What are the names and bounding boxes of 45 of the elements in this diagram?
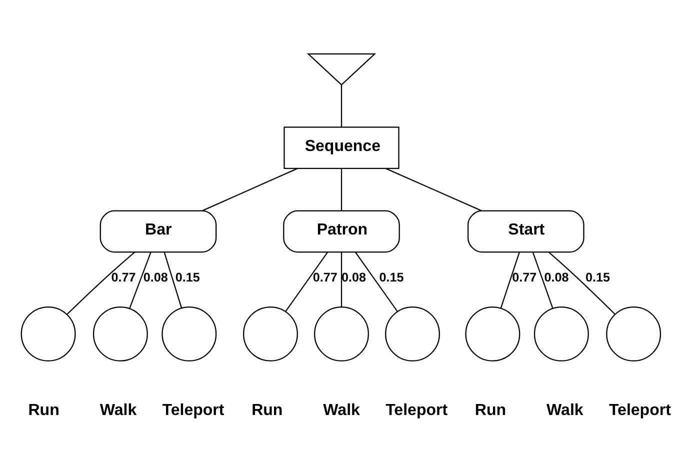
node-label: Walk xyxy=(546,400,584,418)
node-box: Sequence xyxy=(284,126,400,168)
edge-label: 0.77 xyxy=(111,270,136,284)
edge-label: 0.15 xyxy=(379,270,404,284)
node-label: Walk xyxy=(323,400,360,418)
node-label: Walk xyxy=(100,400,137,418)
connector xyxy=(385,167,482,211)
node-circle xyxy=(465,306,520,361)
connector xyxy=(548,251,616,314)
node-triangle xyxy=(306,52,376,86)
node-circle xyxy=(243,306,298,361)
node-label: Teleport xyxy=(162,400,224,418)
connector xyxy=(285,252,328,312)
node-circle xyxy=(385,306,440,361)
edge-label: 0.15 xyxy=(175,270,200,284)
edge-label: 0.15 xyxy=(585,270,610,284)
node-label: Run xyxy=(474,400,506,418)
connector xyxy=(355,252,398,312)
connector xyxy=(164,252,182,308)
node-label: Teleport xyxy=(608,400,671,418)
node-circle xyxy=(20,306,76,361)
connector xyxy=(66,251,135,314)
node-circle xyxy=(534,306,589,361)
connector xyxy=(532,252,554,308)
node-circle xyxy=(606,306,662,361)
connector xyxy=(129,252,152,308)
node-circle xyxy=(162,306,217,361)
edge-label: 0.08 xyxy=(342,270,366,284)
connector xyxy=(340,168,342,210)
node-label: Run xyxy=(28,400,60,418)
node-label: Run xyxy=(252,400,283,418)
connector xyxy=(202,167,298,211)
connector xyxy=(340,84,342,127)
edge-label: 0.08 xyxy=(544,270,569,284)
edge-label: 0.08 xyxy=(143,270,168,284)
connector xyxy=(500,252,520,308)
edge-label: 0.77 xyxy=(512,270,537,284)
edge-label: 0.77 xyxy=(312,270,338,284)
node-box: Bar xyxy=(100,210,217,252)
node-label: Teleport xyxy=(386,400,448,418)
node-circle xyxy=(92,306,148,361)
node-box: Start xyxy=(468,210,584,252)
node-circle xyxy=(314,306,369,361)
connector xyxy=(340,252,342,306)
node-box: Patron xyxy=(283,210,400,252)
